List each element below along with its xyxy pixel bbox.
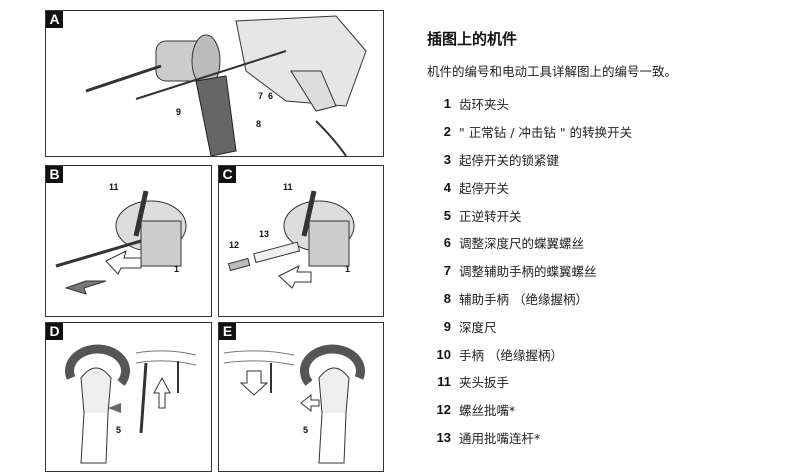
callout-7: 7: [258, 91, 264, 101]
part-name: 齿环夹头: [459, 97, 510, 113]
figure-tag: D: [46, 323, 63, 340]
part-item: 2 " 正常钻 / 冲击钻 " 的转换开关: [427, 118, 787, 146]
part-number: 2: [443, 124, 451, 140]
figure-d: D 5: [45, 322, 212, 472]
part-name: 调整深度尺的蝶翼螺丝: [459, 236, 585, 252]
part-number: 11: [437, 374, 451, 390]
callout-5: 5: [303, 425, 309, 435]
part-item: 10 手柄 （绝缘握柄）: [427, 340, 787, 368]
part-name: 螺丝批嘴*: [459, 403, 516, 419]
part-item: 11 夹头扳手: [427, 368, 787, 396]
part-number: 4: [443, 179, 451, 195]
figure-a: A 9 7 6 8: [45, 10, 384, 157]
section-intro: 机件的编号和电动工具详解图上的编号一致。: [427, 64, 678, 79]
part-name: 深度尺: [459, 319, 497, 335]
part-item: 13 通用批嘴连杆*: [427, 424, 787, 452]
part-number: 6: [443, 235, 451, 251]
reverse-rotation-illustration: [223, 344, 365, 464]
figure-c: C 11 12 13 1: [218, 165, 384, 317]
part-item: 8 辅助手柄 （绝缘握柄）: [427, 285, 787, 313]
callout-1: 1: [345, 264, 351, 274]
part-item: 4 起停开关: [427, 173, 787, 201]
drill-illustration: [85, 15, 367, 156]
callout-11: 11: [283, 182, 293, 192]
callout-5: 5: [116, 425, 122, 435]
part-item: 3 起停开关的锁紧键: [427, 146, 787, 174]
part-name: " 正常钻 / 冲击钻 " 的转换开关: [459, 125, 633, 141]
chuck-key-illustration: [55, 190, 187, 295]
part-name: 起停开关的锁紧键: [459, 152, 560, 168]
part-name: 通用批嘴连杆*: [459, 430, 541, 446]
figure-tag: B: [46, 166, 63, 183]
figure-tag: C: [219, 166, 236, 183]
part-name: 调整辅助手柄的蝶翼螺丝: [459, 264, 597, 280]
callout-13: 13: [259, 229, 270, 239]
part-item: 9 深度尺: [427, 312, 787, 340]
part-name: 夹头扳手: [459, 375, 510, 391]
part-number: 5: [443, 207, 451, 223]
figure-e: E 5: [218, 322, 384, 472]
figure-b: B 11 1: [45, 165, 212, 317]
figure-tag: A: [46, 11, 63, 28]
part-number: 10: [436, 346, 451, 362]
part-item: 7 调整辅助手柄的蝶翼螺丝: [427, 257, 787, 285]
part-number: 8: [443, 290, 451, 306]
part-number: 1: [443, 96, 451, 112]
part-name: 辅助手柄 （绝缘握柄）: [459, 291, 588, 307]
callout-12: 12: [229, 240, 240, 250]
part-number: 7: [443, 263, 451, 279]
part-item: 1 齿环夹头: [427, 90, 787, 118]
part-name: 起停开关: [459, 180, 510, 196]
parts-legend: 插图上的机件 机件的编号和电动工具详解图上的编号一致。 1 齿环夹头 2 " 正常钻 …: [427, 28, 787, 451]
figure-tag: E: [219, 323, 236, 340]
callout-6: 6: [268, 91, 274, 101]
callout-11: 11: [109, 182, 119, 192]
callout-9: 9: [176, 107, 182, 117]
part-item: 12 螺丝批嘴*: [427, 396, 787, 424]
part-item: 5 正逆转开关: [427, 201, 787, 229]
forward-rotation-illustration: [65, 344, 197, 464]
part-item: 6 调整深度尺的蝶翼螺丝: [427, 229, 787, 257]
part-number: 13: [436, 429, 451, 445]
part-number: 9: [443, 318, 451, 334]
callout-8: 8: [256, 119, 262, 129]
part-number: 3: [443, 151, 451, 167]
part-name: 正逆转开关: [459, 208, 522, 224]
part-number: 12: [436, 402, 451, 418]
part-name: 手柄 （绝缘握柄）: [459, 347, 563, 363]
section-title: 插图上的机件: [427, 30, 518, 48]
callout-1: 1: [174, 264, 180, 274]
bit-holder-illustration: [227, 190, 355, 289]
